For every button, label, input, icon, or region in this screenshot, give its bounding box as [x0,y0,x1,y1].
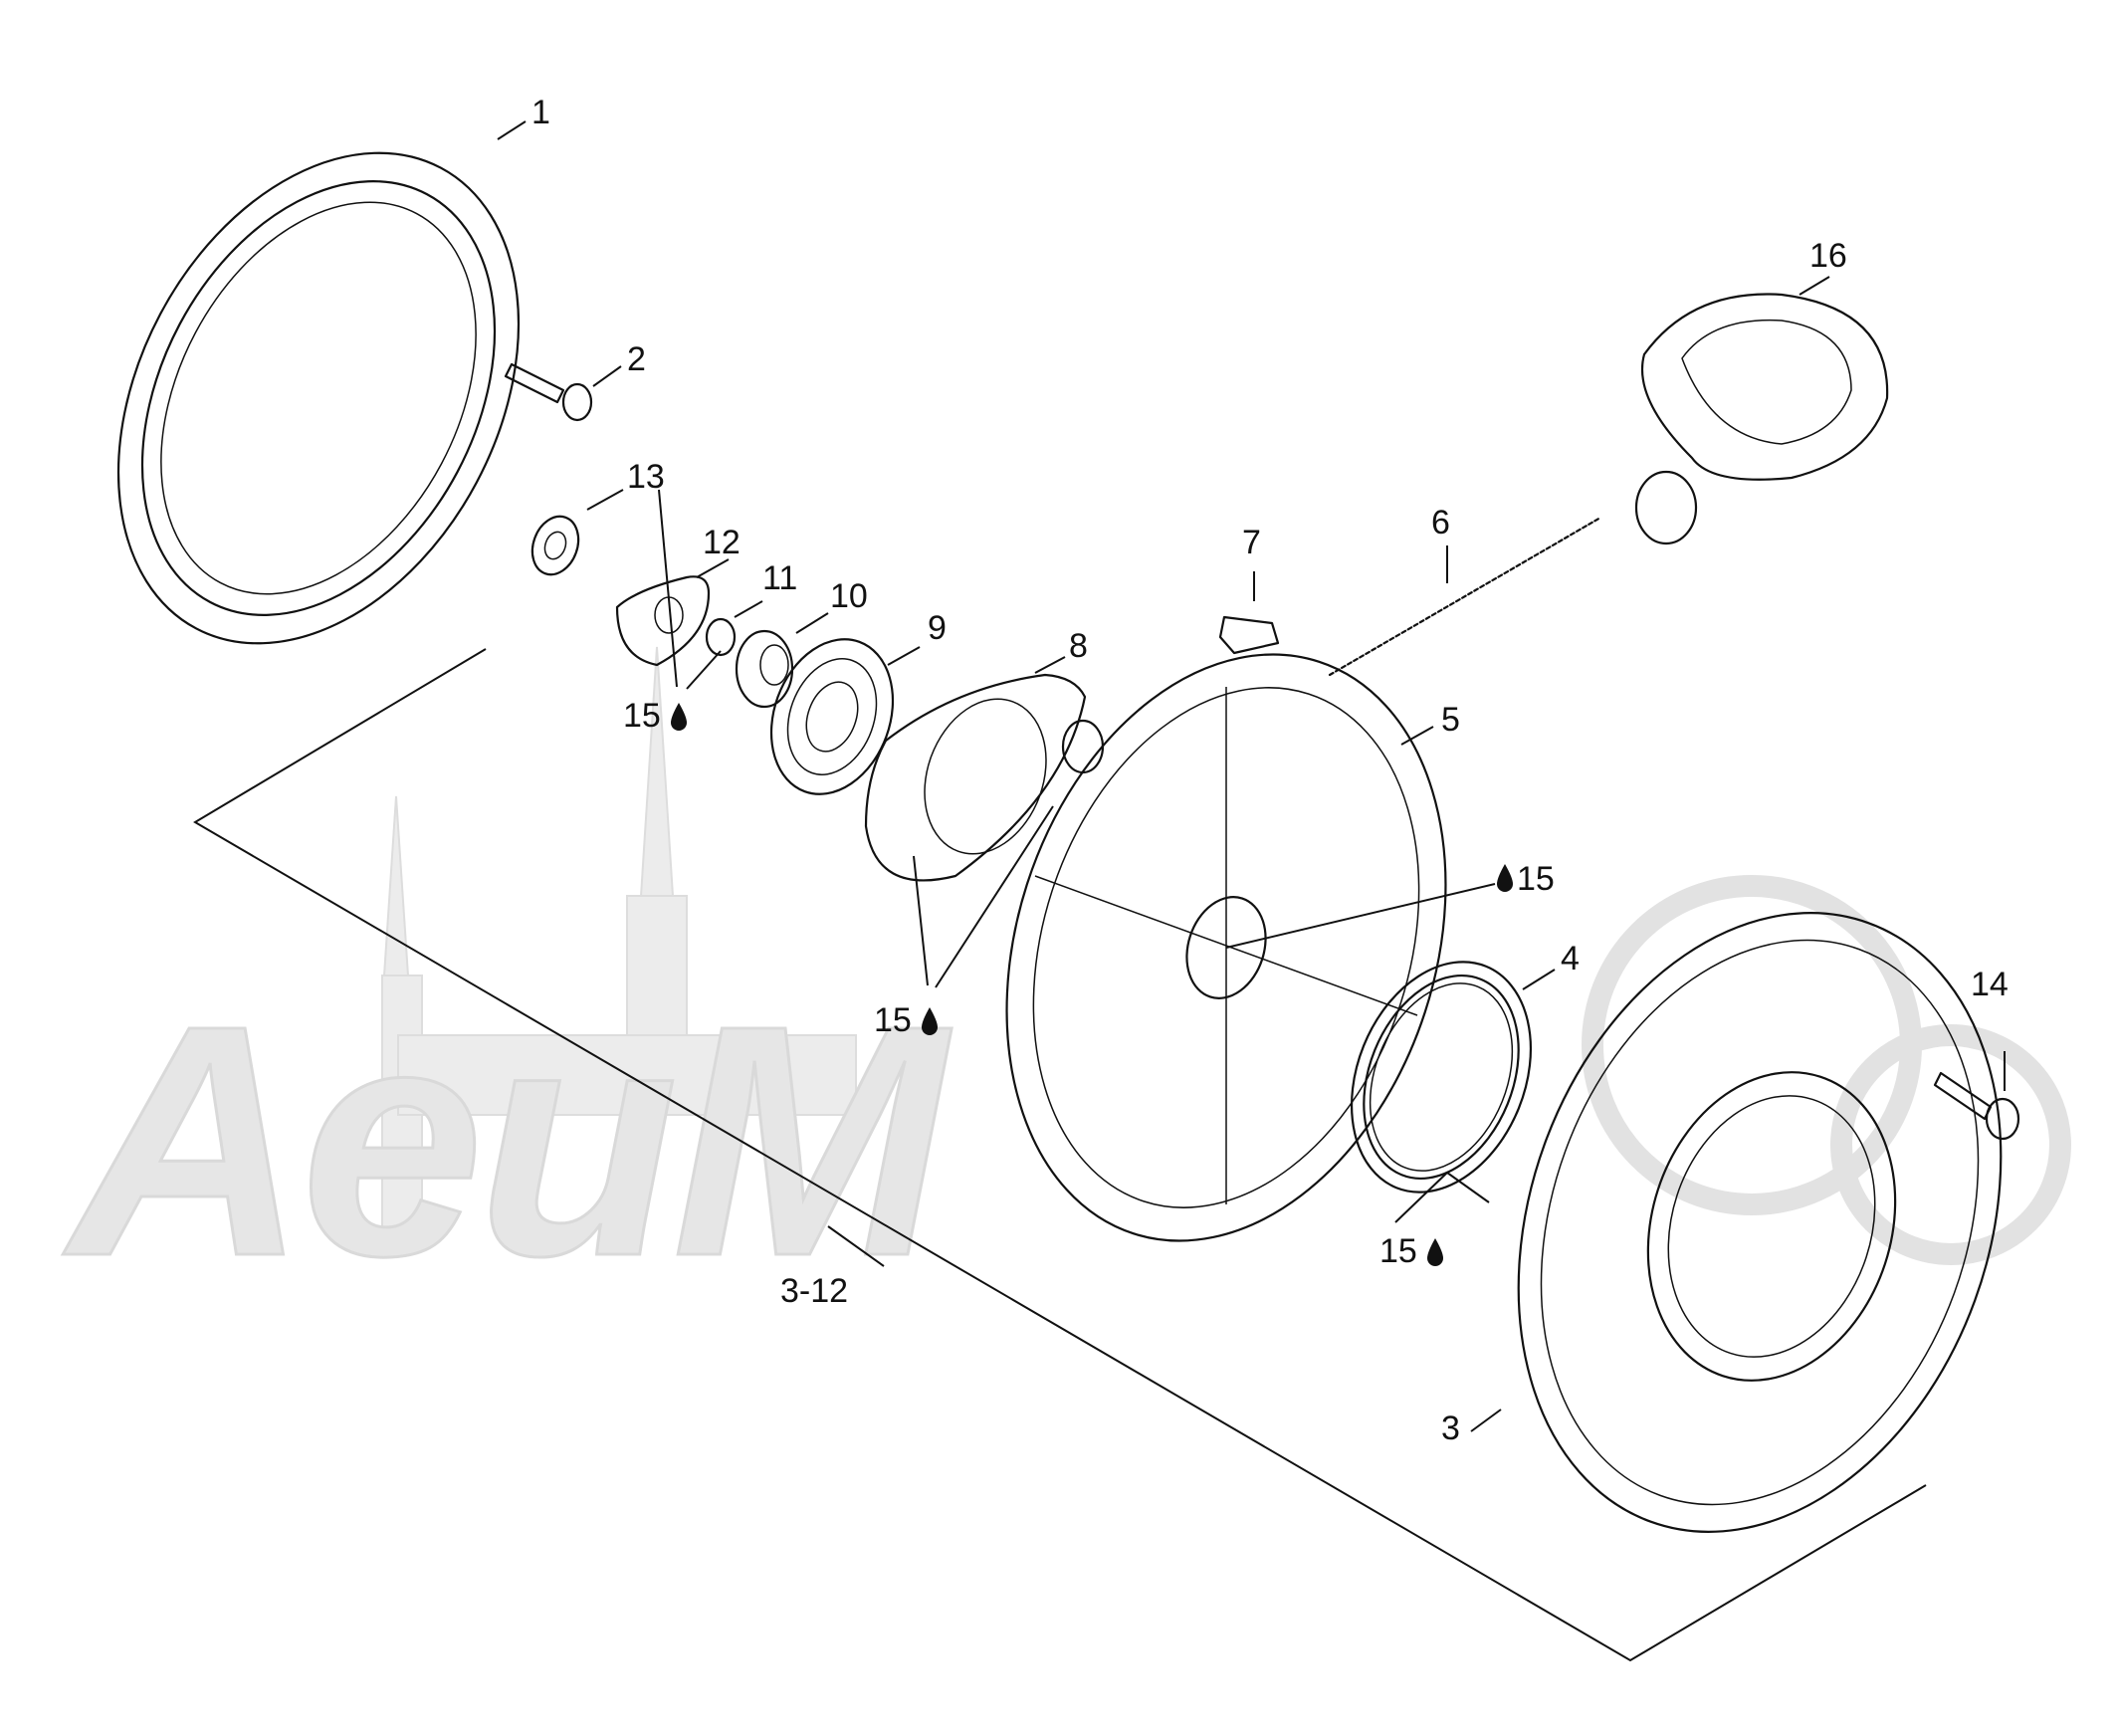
callout-1: 1 [531,94,550,131]
callout-3-12: 3-12 [780,1272,848,1310]
part-8-pulley-drum [864,673,1105,882]
callout-12: 12 [703,524,741,561]
part-1-outer-ring [116,151,521,645]
svg-text:15: 15 [1517,860,1555,898]
svg-text:15: 15 [1379,1232,1417,1270]
callout-5: 5 [1441,701,1460,739]
part-14-bolt [1933,1071,2020,1141]
oil-drop-icon [922,1007,938,1035]
part-4-recoil-spring [1350,961,1533,1194]
svg-text:15: 15 [623,697,661,735]
callout-10: 10 [830,577,868,615]
lube-callout-d: 15 [1379,1232,1443,1270]
callout-3: 3 [1441,1410,1460,1447]
part-16-handle [1634,293,1889,545]
oil-drop-icon [1497,864,1513,892]
part-3-starter-housing [1517,912,2003,1533]
part-13-lock-washer [530,515,580,576]
range-leader [827,1225,885,1267]
svg-text:15: 15 [874,1001,912,1039]
callout-4: 4 [1561,940,1580,977]
oil-drop-icon [1427,1238,1443,1266]
callout-16: 16 [1809,237,1847,275]
callout-8: 8 [1069,627,1088,665]
oil-drop-icon [671,703,687,731]
watermark: AeuM [58,646,2071,1326]
lube-callout-a: 15 [623,697,687,735]
part-5-pulley-wheel [1005,653,1447,1242]
callout-11: 11 [762,559,797,597]
part-10-bushing [735,629,794,709]
lube-callout-b: 15 [874,1001,938,1039]
part-12-plate [615,575,711,667]
lube-callout-c: 15 [1497,860,1555,898]
callout-14: 14 [1971,966,2009,1003]
part-11-small-ring [705,617,737,657]
watermark-text: AeuM [60,957,954,1324]
callout-2: 2 [627,340,646,378]
assembly-bracket [193,648,1927,1662]
part-7-pawl [1218,615,1280,655]
callout-13: 13 [627,458,665,496]
part-2-screw [504,362,593,422]
callout-7: 7 [1242,524,1261,561]
part-6-rope [1328,516,1602,677]
callout-6: 6 [1431,504,1450,542]
part-9-spring [769,638,895,795]
callout-9: 9 [928,609,947,647]
